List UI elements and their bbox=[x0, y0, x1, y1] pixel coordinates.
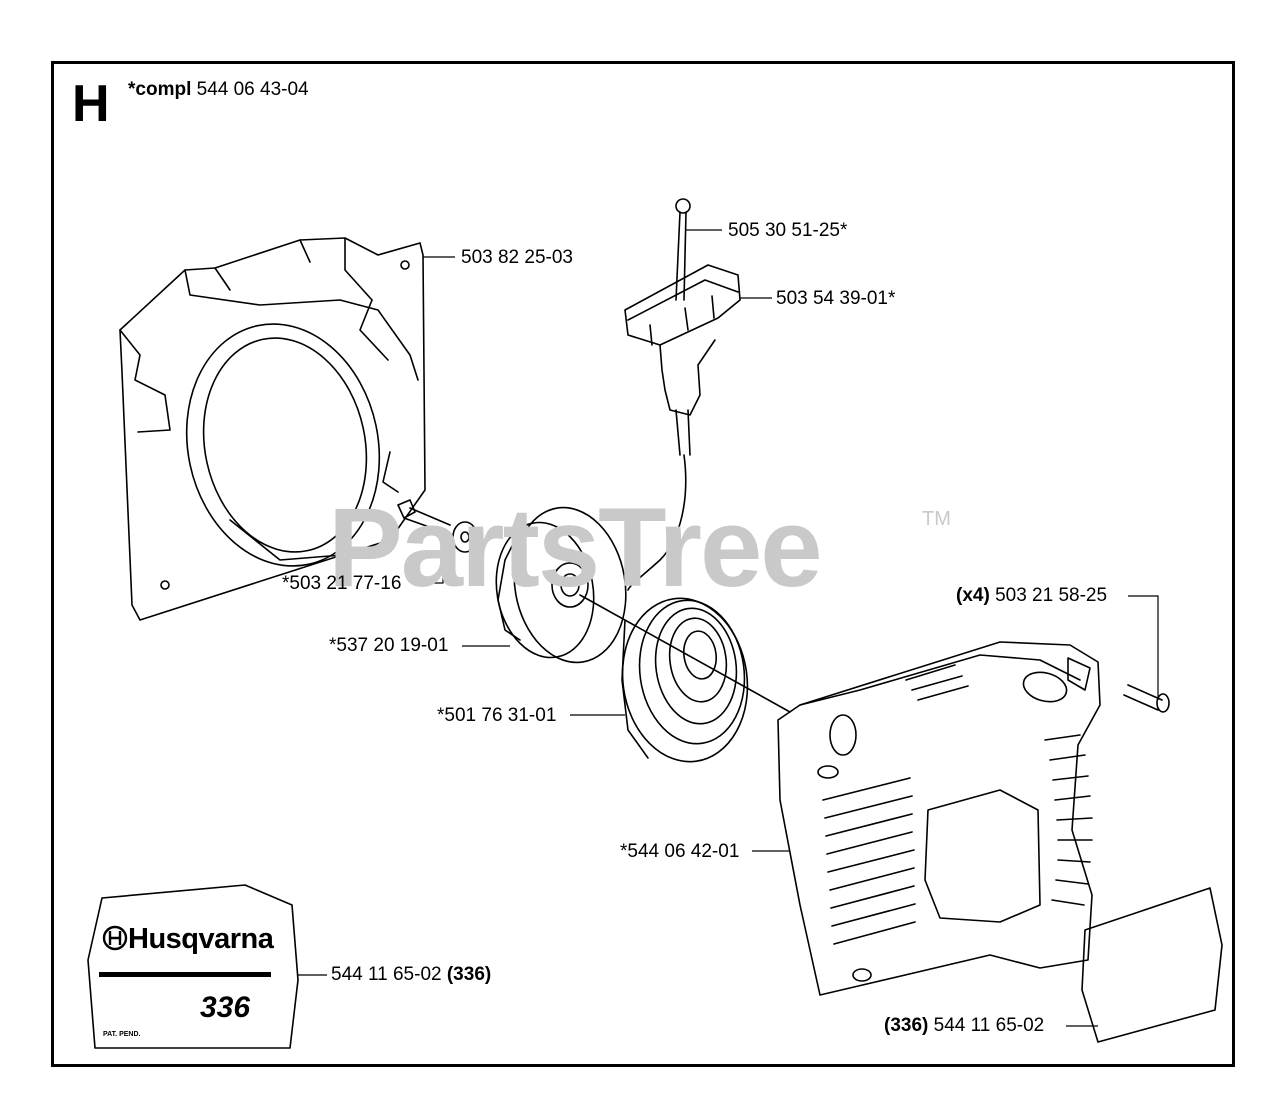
callout-screws-number: 503 21 58-25 bbox=[995, 585, 1108, 606]
callout-decal-right-model: (336) bbox=[884, 1015, 929, 1036]
assembly-prefix: *compl bbox=[128, 79, 192, 100]
callout-starter-handle: 503 54 39-01* bbox=[776, 288, 896, 309]
callout-starter-cover: *544 06 42-01 bbox=[620, 841, 740, 862]
callout-starter-rope: 505 30 51-25* bbox=[728, 220, 848, 241]
callout-decal-right-number: 544 11 65-02 bbox=[933, 1015, 1045, 1036]
rope-pulley-part bbox=[495, 506, 627, 664]
decal-stripe bbox=[99, 972, 271, 977]
callout-decal-left-number: 544 11 65-02 bbox=[331, 964, 442, 985]
decal-pat-pend: PAT. PEND. bbox=[103, 1031, 141, 1038]
decal-brand: Husqvarna bbox=[128, 923, 274, 955]
starter-cover-part bbox=[777, 641, 1170, 996]
decal-left-part bbox=[87, 884, 299, 1049]
callout-decal-left: 544 11 65-02 (336) bbox=[331, 965, 491, 985]
husqvarna-crown-logo bbox=[102, 925, 128, 951]
leader-screw-washer bbox=[416, 540, 444, 584]
assembly-number: 544 06 43-04 bbox=[196, 79, 309, 100]
callout-decal-right: (336) 544 11 65-02 bbox=[884, 1016, 1044, 1036]
fan-housing-part bbox=[119, 237, 426, 621]
watermark-tm: TM bbox=[922, 508, 951, 530]
diagram-frame bbox=[51, 61, 1235, 1067]
callout-decal-left-model: (336) bbox=[446, 964, 492, 985]
decal-right-part bbox=[1081, 887, 1223, 1043]
watermark: PartsTree bbox=[328, 485, 823, 610]
assembly-label: *compl 544 06 43-04 bbox=[128, 80, 309, 100]
recoil-spring-part bbox=[579, 594, 791, 763]
callout-fan-housing: 503 82 25-03 bbox=[461, 247, 573, 268]
callout-screws: (x4) 503 21 58-25 bbox=[956, 586, 1107, 606]
callout-rope-pulley: *537 20 19-01 bbox=[329, 635, 449, 656]
callout-screw-washer: *503 21 77-16 bbox=[282, 573, 402, 594]
callout-recoil-spring: *501 76 31-01 bbox=[437, 705, 557, 726]
starter-handle-part bbox=[624, 198, 741, 591]
screw-washer-part bbox=[397, 499, 478, 553]
decal-model: 336 bbox=[200, 991, 251, 1024]
leader-screws bbox=[1128, 595, 1159, 700]
callout-screws-qty: (x4) bbox=[956, 585, 990, 606]
section-letter: H bbox=[72, 75, 110, 133]
